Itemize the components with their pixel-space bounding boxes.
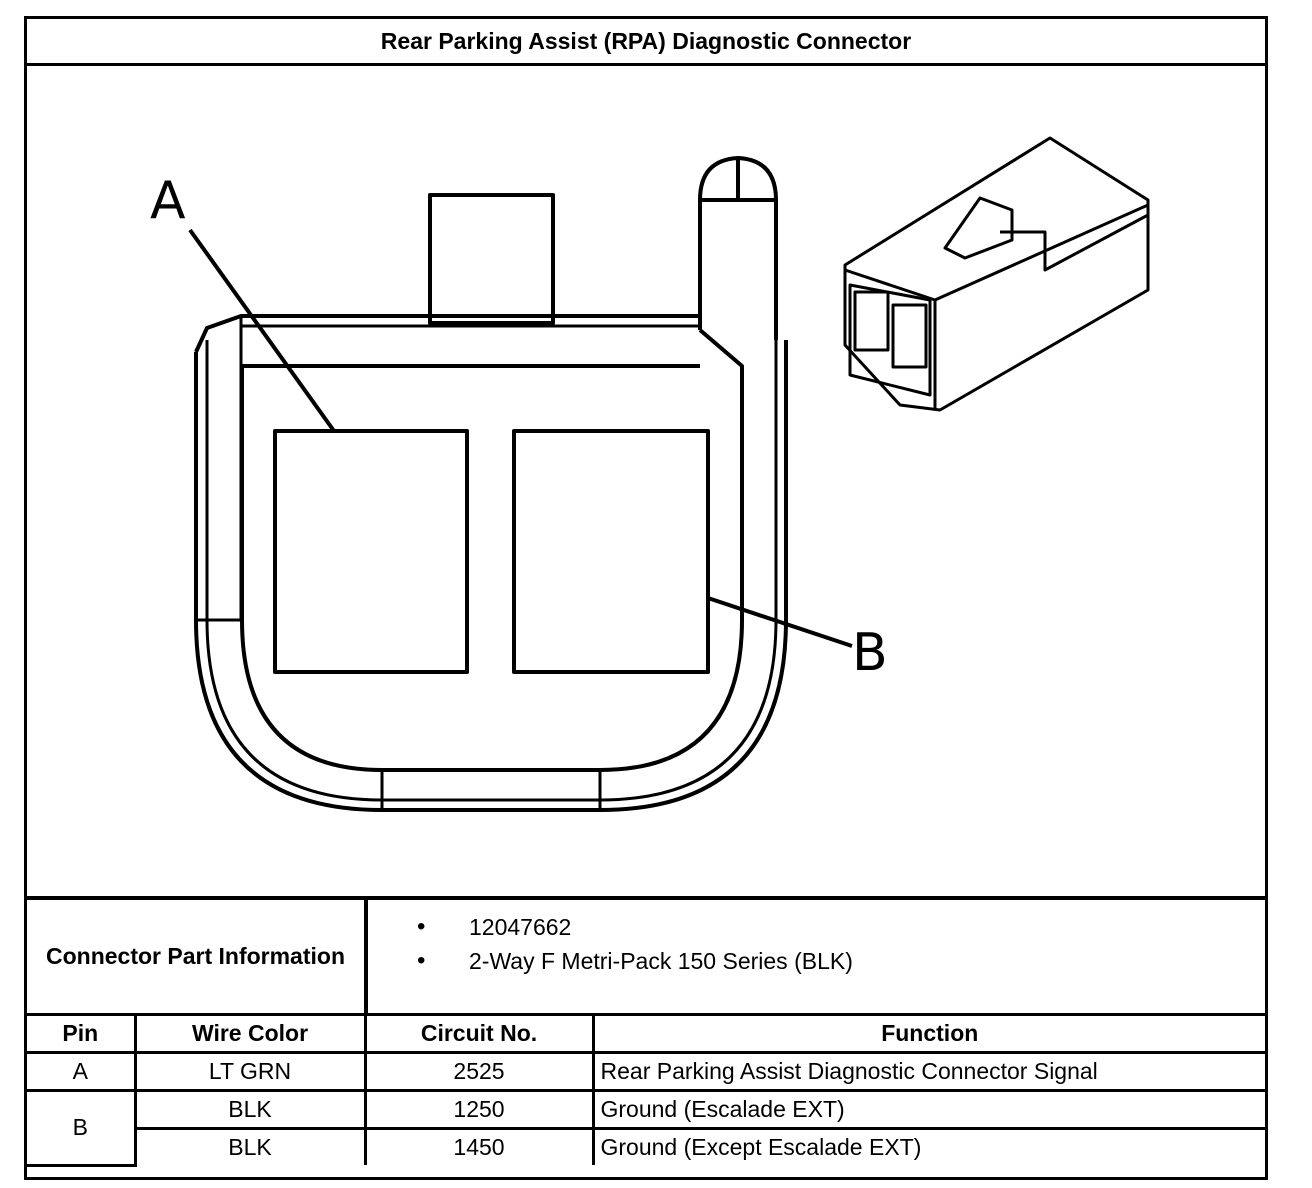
housing-outer-outline [194, 340, 788, 812]
info-item-part-number: 12047662 [417, 910, 853, 944]
housing-inner-outline [194, 314, 744, 772]
cell-wire-color: LT GRN [133, 1051, 367, 1092]
table-row: B BLK 1250 Ground (Escalade EXT) [27, 1089, 1265, 1167]
connector-part-info: Connector Part Information 12047662 2-Wa… [27, 896, 1265, 1016]
cell-function: Ground (Escalade EXT) [591, 1089, 1265, 1130]
cell-circuit: 1250 [363, 1089, 595, 1130]
pin-label-a: A [150, 171, 186, 231]
housing-detail-lines [196, 316, 778, 810]
cell-function: Rear Parking Assist Diagnostic Connector… [591, 1051, 1265, 1092]
cell-circuit: 2525 [363, 1051, 595, 1092]
pin-table-header: Pin Wire Color Circuit No. Function [27, 1016, 1265, 1054]
header-wire-color: Wire Color [133, 1016, 367, 1054]
cell-wire-color: BLK [133, 1089, 367, 1130]
connector-diagram: A B [27, 66, 1265, 896]
cell-pin: B [27, 1089, 137, 1167]
connector-top-tab [428, 193, 555, 325]
info-item-series: 2-Way F Metri-Pack 150 Series (BLK) [417, 944, 853, 978]
info-list: 12047662 2-Way F Metri-Pack 150 Series (… [417, 910, 853, 978]
leader-line-a [188, 228, 336, 433]
cell-wire-color: BLK [135, 1127, 367, 1165]
header-pin: Pin [27, 1016, 137, 1054]
pin-table: Pin Wire Color Circuit No. Function A LT… [27, 1016, 1265, 1167]
cavity-a [273, 429, 469, 674]
info-label: Connector Part Information [27, 900, 368, 1013]
connector-face-drawing: A B [150, 136, 1150, 812]
connector-isometric-view [843, 136, 1150, 412]
cell-circuit: 1450 [363, 1127, 595, 1165]
lock-post [698, 156, 778, 340]
header-function: Function [591, 1016, 1265, 1054]
cell-function: Ground (Except Escalade EXT) [591, 1127, 1265, 1165]
table-row: A LT GRN 2525 Rear Parking Assist Diagno… [27, 1051, 1265, 1092]
connector-sheet: Rear Parking Assist (RPA) Diagnostic Con… [24, 16, 1268, 1180]
cavity-b [512, 429, 710, 674]
pin-label-b: B [852, 623, 888, 683]
page-title: Rear Parking Assist (RPA) Diagnostic Con… [27, 19, 1265, 66]
header-circuit: Circuit No. [363, 1016, 595, 1054]
leader-line-b [707, 596, 853, 648]
cell-pin: A [27, 1051, 137, 1092]
table-row: BLK 1450 Ground (Except Escalade EXT) [27, 1127, 1265, 1165]
